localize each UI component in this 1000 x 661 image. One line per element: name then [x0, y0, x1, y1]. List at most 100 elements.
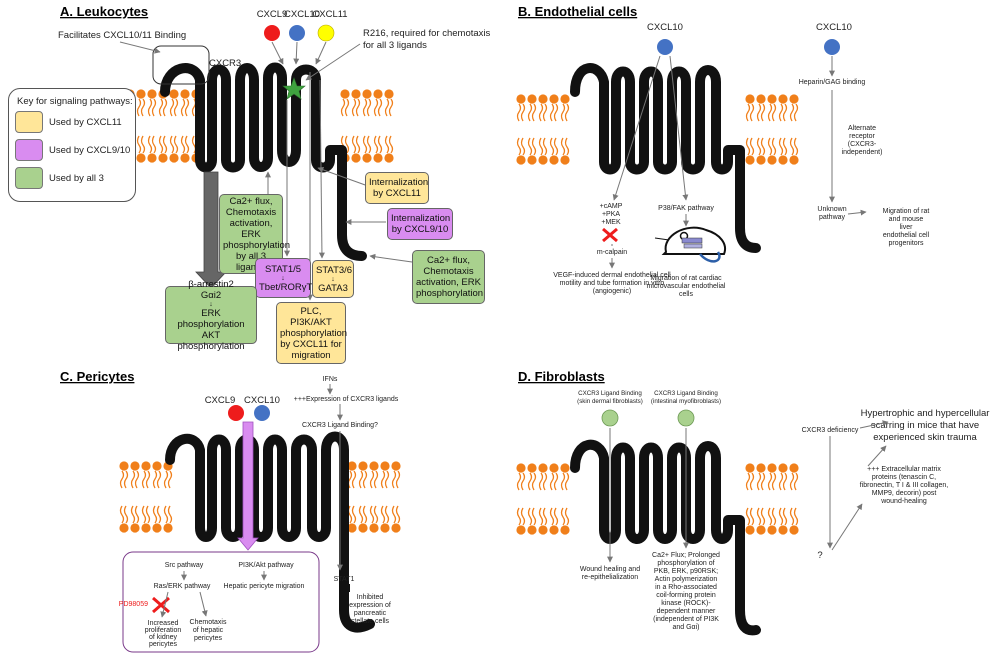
panel-a-r216-line2: for all 3 ligands — [363, 40, 427, 51]
panel-d-ligand-1 — [601, 409, 619, 427]
panel-a-box-stat36: STAT3/6 ↓ GATA3 — [312, 260, 354, 298]
box-line: Tbet/RORγT — [259, 281, 313, 293]
box-line: by CXCL9/10 — [391, 224, 449, 235]
panel-d-ca-line10: and Gαi) — [672, 624, 699, 631]
panel-d-ca-line9: (independent of PI3K — [653, 616, 719, 623]
panel-c-stat1: STAT1 — [334, 576, 355, 583]
panel-c-inhib-line1: Inhibited — [357, 594, 384, 601]
panel-b-alt-line2: receptor — [849, 133, 875, 140]
box-line: migration — [291, 349, 331, 361]
panel-d-arrows — [607, 420, 889, 563]
down-arrow-glyph: ↓ — [209, 300, 213, 308]
panel-b-liver-line3: liver — [900, 224, 914, 231]
panel-d-ca-line7: kinase (ROCK)- — [661, 600, 711, 607]
box-line: ERK — [241, 228, 261, 240]
panel-a-r216-star — [282, 77, 306, 100]
panel-c-prolif-line4: pericytes — [149, 641, 178, 648]
panel-d-scar-line2: scarring in mice that have — [871, 420, 979, 431]
panel-b-migration-line1: Migration of rat cardiac — [650, 275, 722, 282]
panel-d-ecm-line1: +++ Extracellular matrix — [867, 466, 941, 473]
panel-c-red-x — [152, 596, 170, 614]
panel-a-cxcl11-ligand — [317, 24, 335, 42]
panel-a-binding-note: Facilitates CXCL10/11 Binding — [58, 30, 186, 41]
panel-b-alt-line1: Alternate — [848, 125, 876, 132]
box-line: PLC, PI3K/AKT — [290, 305, 332, 328]
box-line: ERK phosphorylation — [177, 307, 245, 330]
panel-c-prolif-line2: proliferation — [145, 627, 182, 634]
panel-d-ecm-line5: wound-healing — [880, 498, 927, 505]
panel-c-purple-arrow — [237, 421, 259, 551]
key-label-cxcl910: Used by CXCL9/10 — [49, 144, 131, 156]
panel-d-bind2-line1: CXCR3 Ligand Binding — [654, 390, 718, 397]
panel-c-chemo-line2: of hepatic — [193, 627, 224, 634]
box-line: phosphorylation — [416, 288, 484, 299]
box-line: Ca2+ flux, — [229, 195, 273, 207]
panel-c-expression: +++Expression of CXCR3 ligands — [294, 396, 399, 403]
box-line: phosphorylation — [280, 327, 348, 339]
panel-b-arrows — [609, 55, 867, 269]
panel-a-title: A. Leukocytes — [60, 4, 148, 19]
panel-a-big-arrow — [195, 171, 227, 289]
panel-a-cxcl11-label: CXCL11 — [312, 9, 347, 20]
panel-d-receptor — [570, 439, 761, 636]
key-label-all3: Used by all 3 — [49, 172, 104, 184]
panel-c-prolif-line3: of kidney — [149, 634, 178, 641]
panel-d-ca-line6: coil-forming protein — [656, 592, 716, 599]
panel-d-membrane — [516, 463, 799, 535]
panel-a-cxcl9-ligand — [264, 25, 280, 41]
panel-a-key: Key for signaling pathways: Used by CXCL… — [8, 88, 136, 202]
panel-b-migration-line3: cells — [679, 291, 694, 298]
panel-d-question: ? — [817, 550, 822, 561]
box-line: Internalization — [369, 177, 429, 188]
key-swatch-green — [15, 167, 43, 189]
box-line: STAT3/6 — [316, 264, 353, 276]
panel-d-bind1-line1: CXCR3 Ligand Binding — [578, 390, 642, 397]
panel-b-mcalpain: m-calpain — [597, 249, 627, 256]
panel-b-alt-line3: (CXCR3- — [848, 141, 877, 148]
panel-d-ecm-line4: MMP9, decorin) post — [872, 490, 937, 497]
panel-c-hepatic-mig: Hepatic pericyte migration — [224, 583, 305, 590]
box-line: phosphorylation — [223, 239, 291, 251]
panel-c-cxcl10-label: CXCL10 — [244, 395, 280, 406]
panel-b-vegf-line2: motility and tube formation in vitro — [560, 280, 665, 287]
panel-d-scar-line1: Hypertrophic and hypercellular — [861, 408, 990, 419]
panel-c-block-icon — [340, 584, 350, 592]
panel-a-nterm-box — [152, 45, 210, 85]
panel-b-liver-line5: progenitors — [888, 240, 924, 247]
panel-d-scar-line3: experienced skin trauma — [873, 432, 977, 443]
panel-d-ca-line2: phosphorylation of — [657, 560, 714, 567]
panel-a-box-ca-right: Ca2+ flux, Chemotaxis activation, ERK ph… — [412, 250, 485, 304]
panel-d-ecm-line3: fibronectin, T I & III collagen, — [860, 482, 949, 489]
box-line: Chemotaxis — [225, 206, 277, 218]
panel-b-migration-line2: microvascular endothelial — [647, 283, 726, 290]
down-arrow-glyph: ↓ — [281, 274, 285, 282]
panel-d-ca-line3: PKB, ERK, p90RSK; — [654, 568, 718, 575]
panel-c-ifn: IFNs — [323, 376, 338, 383]
panel-b-liver-line4: endothelial cell — [883, 232, 930, 239]
panel-c-src: Src pathway — [165, 562, 204, 569]
box-line: activation, ERK — [416, 277, 481, 288]
panel-c-chemo-line3: pericytes — [194, 635, 223, 642]
panel-c-pd98059: PD98059 — [119, 601, 148, 608]
panel-a-box-ca-all3: Ca2+ flux, Chemotaxis activation, ERK ph… — [219, 194, 291, 274]
panel-c-ras: Ras/ERK pathway — [154, 583, 211, 590]
panel-a-box-internal-910: Internalization by CXCL9/10 — [387, 208, 453, 240]
box-line: STAT1/5 — [264, 263, 302, 275]
panel-a-cxcl10-label: CXCL10 — [284, 9, 320, 20]
panel-a-cxcl10-ligand — [289, 25, 305, 41]
down-arrow-glyph: ↓ — [331, 275, 335, 283]
panel-c-binding-q: CXCR3 Ligand Binding? — [302, 422, 378, 429]
panel-d-bind1-line2: (skin dermal fibroblasts) — [577, 398, 643, 405]
panel-c-cxcl9-label: CXCL9 — [205, 395, 236, 406]
key-label-cxcl11: Used by CXCL11 — [49, 116, 122, 128]
panel-d-ca-line4: Actin polymerization — [655, 576, 718, 583]
panel-b-ligand1-label: CXCL10 — [647, 22, 683, 33]
panel-a-box-internal-11: Internalization by CXCL11 — [365, 172, 429, 204]
panel-b-membrane — [516, 94, 799, 165]
panel-c-cxcl10-ligand — [254, 405, 270, 421]
panel-d-wound-line2: re-epithelialization — [582, 574, 639, 581]
panel-c-prolif-line1: Increased — [148, 620, 179, 627]
panel-b-liver-line2: and mouse — [889, 216, 924, 223]
